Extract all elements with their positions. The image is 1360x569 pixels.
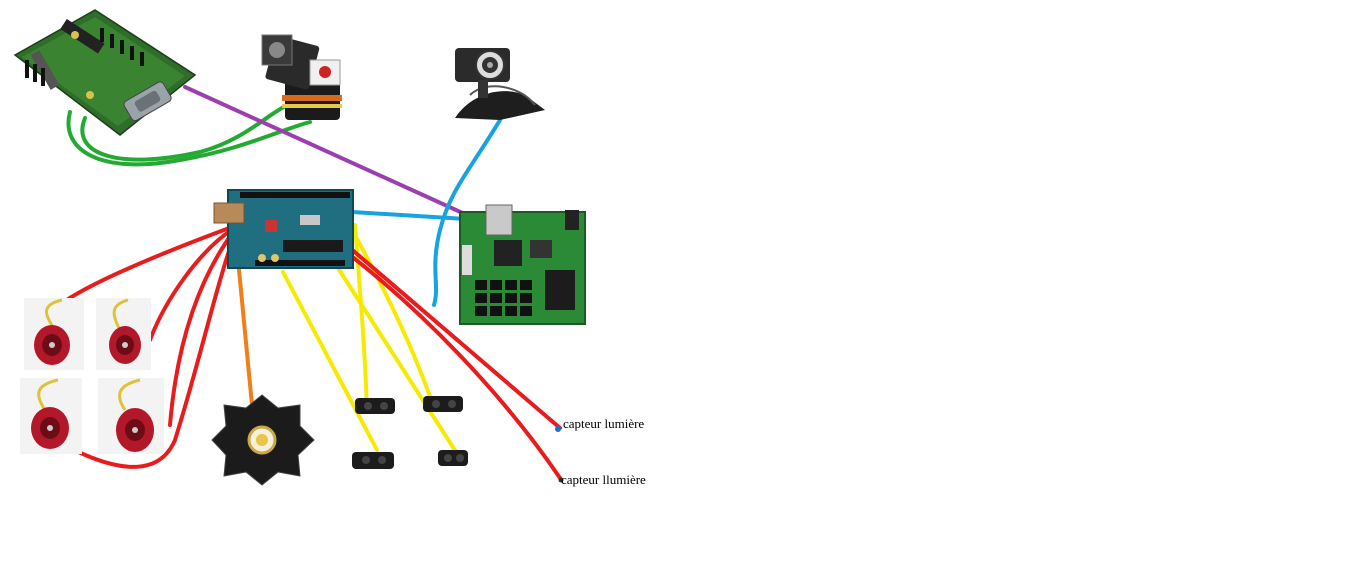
- ir-distance-sensor-1: [355, 398, 395, 414]
- servo-controller-board: [13, 9, 197, 136]
- usb-wire: [432, 118, 502, 307]
- light-sensor-dot: [558, 477, 564, 483]
- brushless-motor-1: [24, 298, 84, 370]
- sensor-wire: [336, 266, 460, 457]
- ir-distance-sensor-2: [423, 396, 463, 412]
- ir-distance-sensor-4: [438, 450, 468, 466]
- motor-wire: [56, 225, 234, 308]
- power-led-star: [211, 394, 315, 486]
- webcam: [455, 48, 545, 120]
- brushless-motor-4: [98, 378, 164, 454]
- embedded-linux-board: [459, 204, 586, 325]
- motor-wire: [148, 227, 235, 342]
- sensor-wire: [350, 228, 434, 404]
- light-sensor-dot: [555, 426, 561, 432]
- arduino-board: [213, 189, 354, 269]
- ir-distance-sensor-3: [352, 452, 394, 469]
- servo-wire: [80, 103, 290, 162]
- brushless-motor-2: [96, 298, 151, 370]
- sensor-wire: [353, 223, 369, 412]
- keypad: [475, 280, 532, 316]
- serial-wire: [183, 85, 480, 222]
- brushless-motor-3: [20, 378, 82, 454]
- light-sensor-wire: [348, 246, 562, 430]
- motor-wire: [168, 229, 236, 427]
- light-sensor-wire: [348, 253, 562, 480]
- light-sensor-label: capteur lumière: [563, 416, 645, 431]
- sensor-wire: [281, 270, 379, 452]
- light-sensor-label: capteur llumière: [561, 472, 646, 487]
- motor-wire: [46, 231, 237, 469]
- pan-tilt-servo: [261, 34, 342, 120]
- servo-wire: [66, 110, 312, 167]
- wires: [46, 85, 562, 480]
